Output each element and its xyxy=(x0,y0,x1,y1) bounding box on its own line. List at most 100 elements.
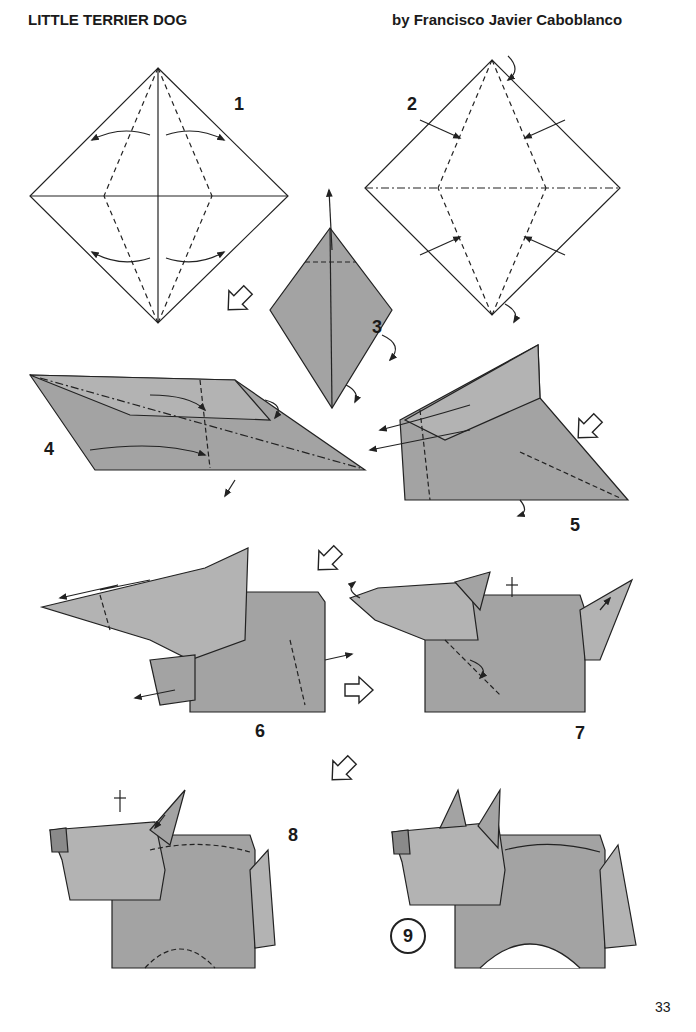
drawing-part xyxy=(92,131,150,140)
drawing-part xyxy=(508,56,515,80)
step-number: 1 xyxy=(234,95,244,115)
drawing-part xyxy=(150,395,205,410)
drawing-part xyxy=(100,595,110,630)
drawing-part xyxy=(225,480,235,496)
step-number: 4 xyxy=(44,440,54,460)
drawing-part xyxy=(270,228,392,408)
drawing-part xyxy=(492,188,546,315)
step-number: 2 xyxy=(407,95,417,115)
drawing-part xyxy=(400,345,628,500)
step-3 xyxy=(270,190,395,408)
drawing-part xyxy=(351,582,360,598)
step-6 xyxy=(42,548,352,712)
drawing-part xyxy=(150,844,250,852)
page-title: LITTLE TERRIER DOG xyxy=(28,12,187,29)
drawing-part xyxy=(166,252,224,262)
drawing-part xyxy=(30,375,270,420)
drawing-part xyxy=(420,120,460,138)
drawing-part xyxy=(470,660,483,678)
drawing-part xyxy=(135,690,175,698)
step-2 xyxy=(365,56,620,322)
step-1 xyxy=(30,68,288,323)
drawing-part xyxy=(145,949,215,968)
drawing-part xyxy=(329,190,332,250)
drawing-part xyxy=(365,60,620,315)
drawing-part xyxy=(525,237,565,255)
drawing-part xyxy=(323,751,361,789)
drawing-part xyxy=(50,822,165,900)
drawing-part xyxy=(505,304,516,322)
drawing-part xyxy=(345,677,373,703)
step-number: 7 xyxy=(575,724,585,744)
step-4 xyxy=(30,375,365,496)
drawing-part xyxy=(60,580,150,598)
drawing-part xyxy=(330,228,332,408)
drawing-part xyxy=(50,828,68,852)
step-5 xyxy=(370,345,628,516)
drawing-part xyxy=(518,500,525,516)
drawing-part xyxy=(438,60,546,315)
drawing-part xyxy=(480,944,580,968)
drawing-part xyxy=(30,195,288,196)
step-number: 5 xyxy=(570,516,580,536)
drawing-part xyxy=(104,68,212,323)
step-arrows xyxy=(219,281,607,789)
drawing-part xyxy=(505,844,600,852)
drawing-part xyxy=(119,790,120,812)
drawing-part xyxy=(506,584,518,585)
drawing-part xyxy=(40,378,360,468)
drawing-part xyxy=(525,120,565,138)
drawing-part xyxy=(580,580,632,660)
drawing-part xyxy=(155,815,165,828)
drawing-part xyxy=(365,187,620,188)
drawing-part xyxy=(492,60,546,188)
drawing-part xyxy=(511,577,512,597)
author-credit: by Francisco Javier Caboblanco xyxy=(392,12,622,29)
drawing-part xyxy=(382,335,395,360)
drawing-part xyxy=(438,60,492,188)
drawing-part xyxy=(114,797,126,798)
drawing-part xyxy=(309,541,347,579)
drawing-part xyxy=(380,405,470,430)
drawing-part xyxy=(150,790,185,845)
drawing-part xyxy=(346,385,356,402)
drawing-part xyxy=(420,237,460,255)
step-circle: 9 xyxy=(390,918,426,954)
drawing-part xyxy=(350,582,478,640)
drawing-part xyxy=(478,790,500,848)
drawing-part xyxy=(157,68,158,323)
step-9 xyxy=(392,790,636,968)
drawing-part xyxy=(600,598,610,610)
step-8 xyxy=(50,790,275,968)
drawing-part xyxy=(150,655,195,705)
drawing-part xyxy=(600,845,636,948)
step-number: 9 xyxy=(403,927,413,945)
drawing-part xyxy=(30,68,288,323)
drawing-part xyxy=(42,548,248,660)
step-7 xyxy=(350,572,632,712)
drawing-part xyxy=(219,281,257,319)
drawing-part xyxy=(520,452,620,498)
step-number: 8 xyxy=(288,826,298,846)
drawing-part xyxy=(440,790,466,828)
drawing-part xyxy=(569,409,607,447)
drawing-part xyxy=(455,572,490,610)
drawing-part xyxy=(445,640,500,695)
drawing-part xyxy=(405,345,540,440)
page-number: 33 xyxy=(655,1000,671,1015)
step-number: 6 xyxy=(255,722,265,742)
drawing-part xyxy=(90,446,205,455)
drawing-part xyxy=(305,261,356,262)
step-number: 3 xyxy=(372,318,382,338)
drawing-part xyxy=(290,640,305,705)
drawing-part xyxy=(325,654,352,660)
drawing-part xyxy=(30,375,365,470)
drawing-part xyxy=(92,252,150,262)
drawing-part xyxy=(420,410,430,500)
drawing-part xyxy=(438,188,492,315)
drawing-part xyxy=(370,430,470,450)
drawing-part xyxy=(265,400,278,418)
drawing-part xyxy=(392,830,410,854)
